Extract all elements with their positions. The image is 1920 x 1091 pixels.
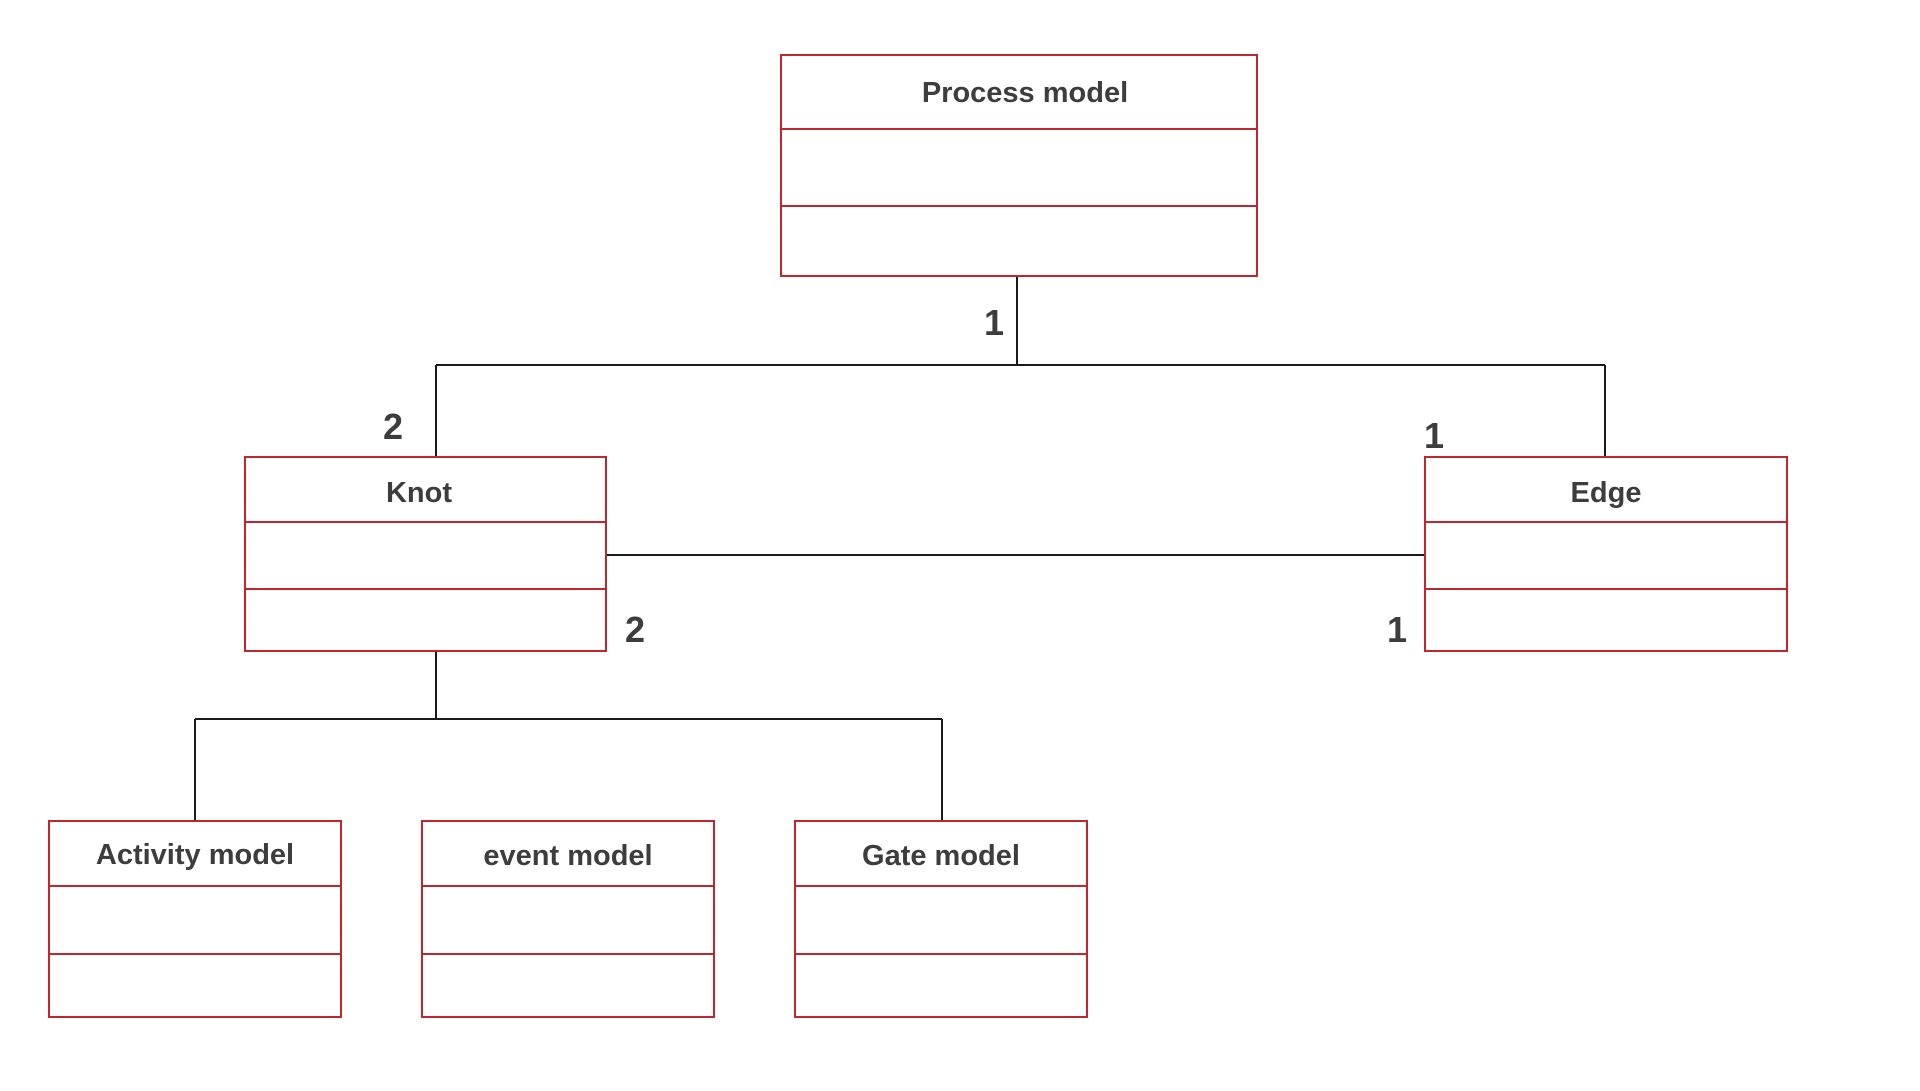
class-box	[794, 820, 1088, 1018]
class-name-knot: Knot	[386, 477, 452, 509]
class-edge[interactable]: Edge	[1424, 456, 1788, 652]
multiplicity-edge-left: 1	[1387, 609, 1407, 650]
multiplicity-edge-top: 1	[1424, 415, 1444, 456]
class-name-activity-model: Activity model	[96, 839, 294, 871]
class-box	[780, 54, 1258, 277]
class-knot[interactable]: Knot	[244, 456, 607, 652]
class-box	[421, 820, 715, 1018]
multiplicity-knot-right: 2	[625, 609, 645, 650]
multiplicity-labels: 1 2 1 2 1	[383, 302, 1444, 650]
class-name-edge: Edge	[1571, 477, 1642, 509]
multiplicity-process-side: 1	[984, 302, 1004, 343]
multiplicity-knot-top: 2	[383, 406, 403, 447]
class-activity-model[interactable]: Activity model	[48, 820, 342, 1018]
class-gate-model[interactable]: Gate model	[794, 820, 1088, 1018]
class-name-process-model: Process model	[922, 77, 1128, 109]
connectors	[194, 276, 1606, 821]
class-box	[244, 456, 607, 652]
class-event-model[interactable]: event model	[421, 820, 715, 1018]
class-name-gate-model: Gate model	[862, 840, 1020, 872]
class-process-model[interactable]: Process model	[780, 54, 1258, 277]
class-box	[48, 820, 342, 1018]
class-name-event-model: event model	[483, 840, 652, 872]
class-box	[1424, 456, 1788, 652]
